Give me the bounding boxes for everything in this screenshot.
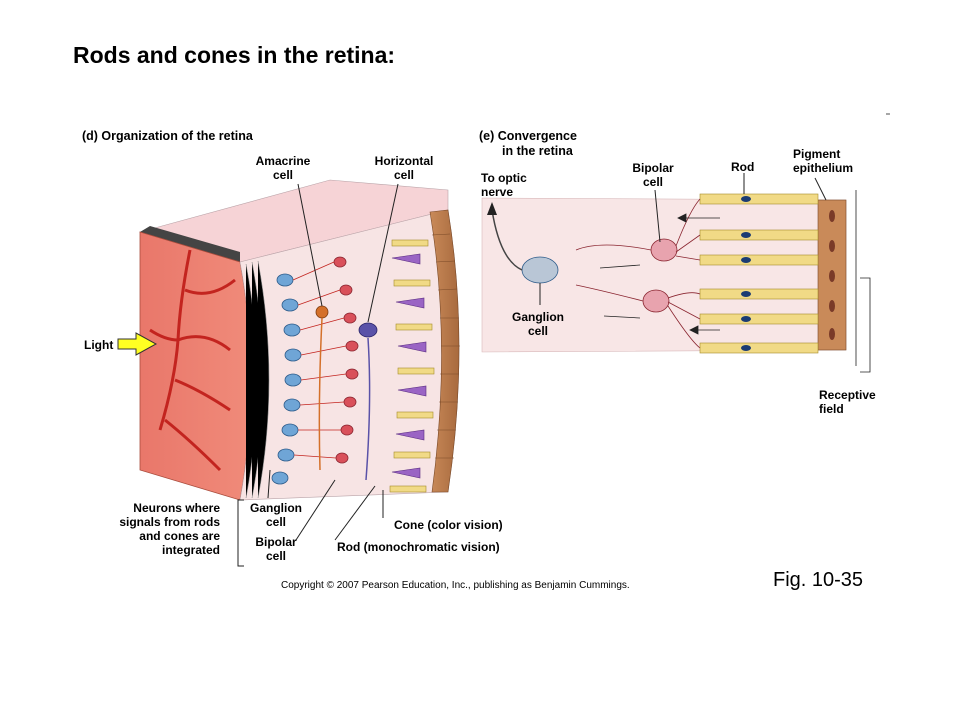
pigment-granules xyxy=(829,210,835,340)
ganglion-cells xyxy=(271,273,302,485)
dotted-edge xyxy=(140,226,240,262)
light-label: Light xyxy=(84,338,114,352)
cone-label: Cone (color vision) xyxy=(394,518,503,532)
rod-nuclei xyxy=(741,196,751,351)
rod-label: Rod (monochromatic vision) xyxy=(337,540,500,554)
panel-d-title: (d) Organization of the retina xyxy=(82,129,253,143)
tissue-block xyxy=(139,231,252,501)
convergence-bipolar-cell-1 xyxy=(650,238,678,262)
slide-title: Rods and cones in the retina: xyxy=(73,42,396,68)
convergence-ganglion-cell xyxy=(521,256,559,284)
copyright-notice: Copyright © 2007 Pearson Education, Inc.… xyxy=(281,580,630,591)
signal-flow-arrows xyxy=(599,213,720,335)
photoreceptors xyxy=(389,239,435,493)
panel-d-leader-lines xyxy=(237,183,399,567)
pigment-divisions xyxy=(431,233,460,459)
receptive-field-bracket xyxy=(855,190,871,373)
amacrine-cell-body xyxy=(315,305,329,319)
pigment-epithelium-layer xyxy=(429,209,460,493)
panel-e-leader-lines xyxy=(539,173,827,305)
convergence-rods xyxy=(699,193,819,354)
convergence-bipolar-cell-2 xyxy=(642,289,670,313)
bipolar-cells xyxy=(333,256,359,464)
nerve-fibers xyxy=(245,260,270,499)
light-arrow-icon xyxy=(117,332,158,356)
horizontal-cell-body xyxy=(358,322,378,338)
optic-nerve-axon xyxy=(491,209,523,271)
optic-arrow-icon xyxy=(487,202,497,215)
convergence-rod-label: Rod xyxy=(731,160,755,174)
blood-vessels xyxy=(149,249,236,472)
figure-reference: Fig. 10-35 xyxy=(773,569,864,591)
